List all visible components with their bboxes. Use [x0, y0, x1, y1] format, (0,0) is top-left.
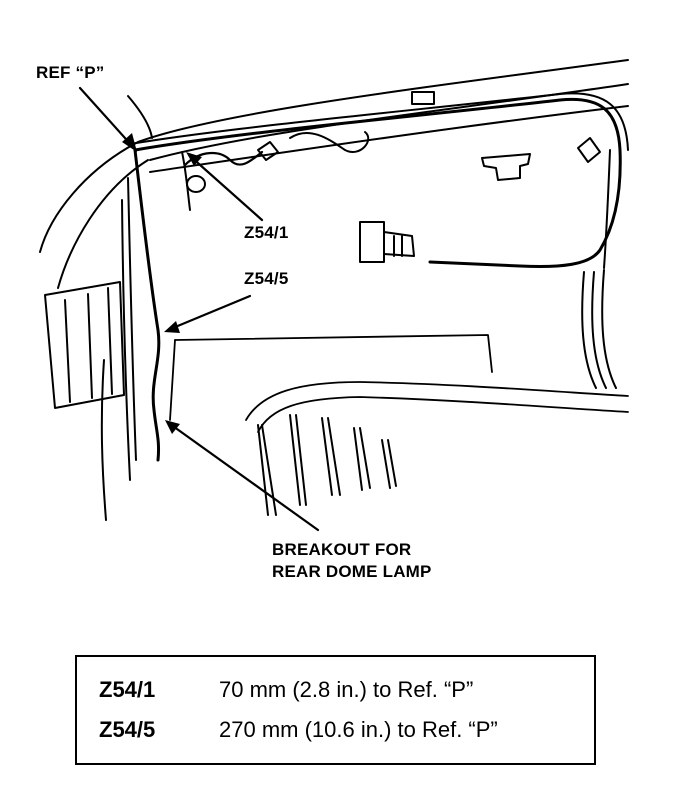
callout-breakout: BREAKOUT FOR REAR DOME LAMP	[272, 539, 432, 583]
roof-wire-harness-outer	[129, 92, 629, 151]
callout-z54-5: Z54/5	[244, 269, 289, 288]
arrow-head-breakout	[165, 420, 180, 434]
arrow-head-z54-1	[186, 152, 202, 166]
arrow-heads	[122, 133, 202, 434]
arrow-ref-p	[78, 86, 136, 150]
vent-slats	[257, 414, 397, 516]
spec-table: Z54/1 70 mm (2.8 in.) to Ref. “P” Z54/5 …	[75, 655, 596, 765]
main-wire-harness	[133, 148, 161, 462]
wiring-harness-diagram	[39, 59, 629, 532]
right-harness-drop	[581, 149, 617, 389]
spec-description: 270 mm (10.6 in.) to Ref. “P”	[219, 717, 498, 742]
arrow-z54-1	[188, 154, 264, 222]
callout-breakout-line2: REAR DOME LAMP	[272, 562, 432, 581]
push-pin-clip	[481, 153, 531, 181]
branch-wire-z54-1	[183, 150, 264, 167]
callout-z54-1: Z54/1	[244, 223, 289, 242]
side-trim-panel	[44, 281, 125, 409]
spec-code: Z54/1	[99, 677, 156, 702]
foam-pad	[577, 137, 601, 163]
connector-z54-1	[257, 141, 279, 161]
callout-breakout-line1: BREAKOUT FOR	[272, 540, 412, 559]
pillar-outline	[121, 177, 137, 481]
leader-arrows	[78, 86, 320, 532]
spec-description: 70 mm (2.8 in.) to Ref. “P”	[219, 677, 474, 702]
arrow-z54-5	[166, 294, 252, 332]
branch-loop	[289, 131, 370, 153]
spec-code: Z54/5	[99, 717, 156, 742]
callout-ref-p: REF “P”	[36, 63, 105, 82]
arrow-head-z54-5	[164, 321, 180, 333]
roof-wire-harness	[133, 97, 622, 269]
grommet	[181, 151, 206, 211]
harness-clip-top	[411, 91, 435, 105]
dome-lamp-connector	[359, 221, 415, 263]
arrow-breakout	[168, 422, 320, 532]
headliner-opening	[169, 334, 629, 433]
arrow-head-ref-p	[122, 133, 137, 152]
